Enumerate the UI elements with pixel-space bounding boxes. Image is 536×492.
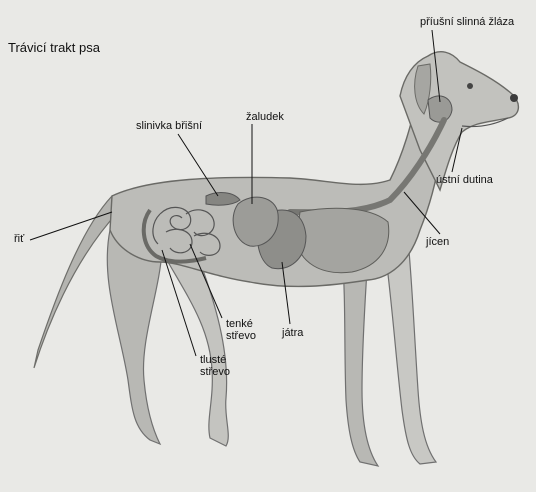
dog-front-leg-right: [384, 240, 436, 464]
label-small-intestine-text: tenké střevo: [226, 318, 256, 342]
label-salivary-gland: příušní slinná žláza: [420, 16, 514, 28]
dog-eye: [467, 83, 473, 89]
label-mouth-cavity: ústní dutina: [436, 174, 493, 186]
diagram-title: Trávicí trakt psa: [8, 42, 100, 54]
dog-nose: [510, 94, 518, 102]
label-pancreas: slinivka břišní: [136, 120, 202, 132]
label-stomach: žaludek: [246, 111, 284, 123]
dog-tail: [34, 196, 118, 368]
label-liver: játra: [282, 327, 303, 339]
label-large-intestine: tlusté střevo: [200, 354, 240, 378]
label-large-intestine-text: tlusté střevo: [200, 354, 230, 378]
label-small-intestine: tenké střevo: [226, 318, 266, 342]
label-anus: řiť: [14, 233, 24, 245]
label-esophagus: jícen: [426, 236, 449, 248]
